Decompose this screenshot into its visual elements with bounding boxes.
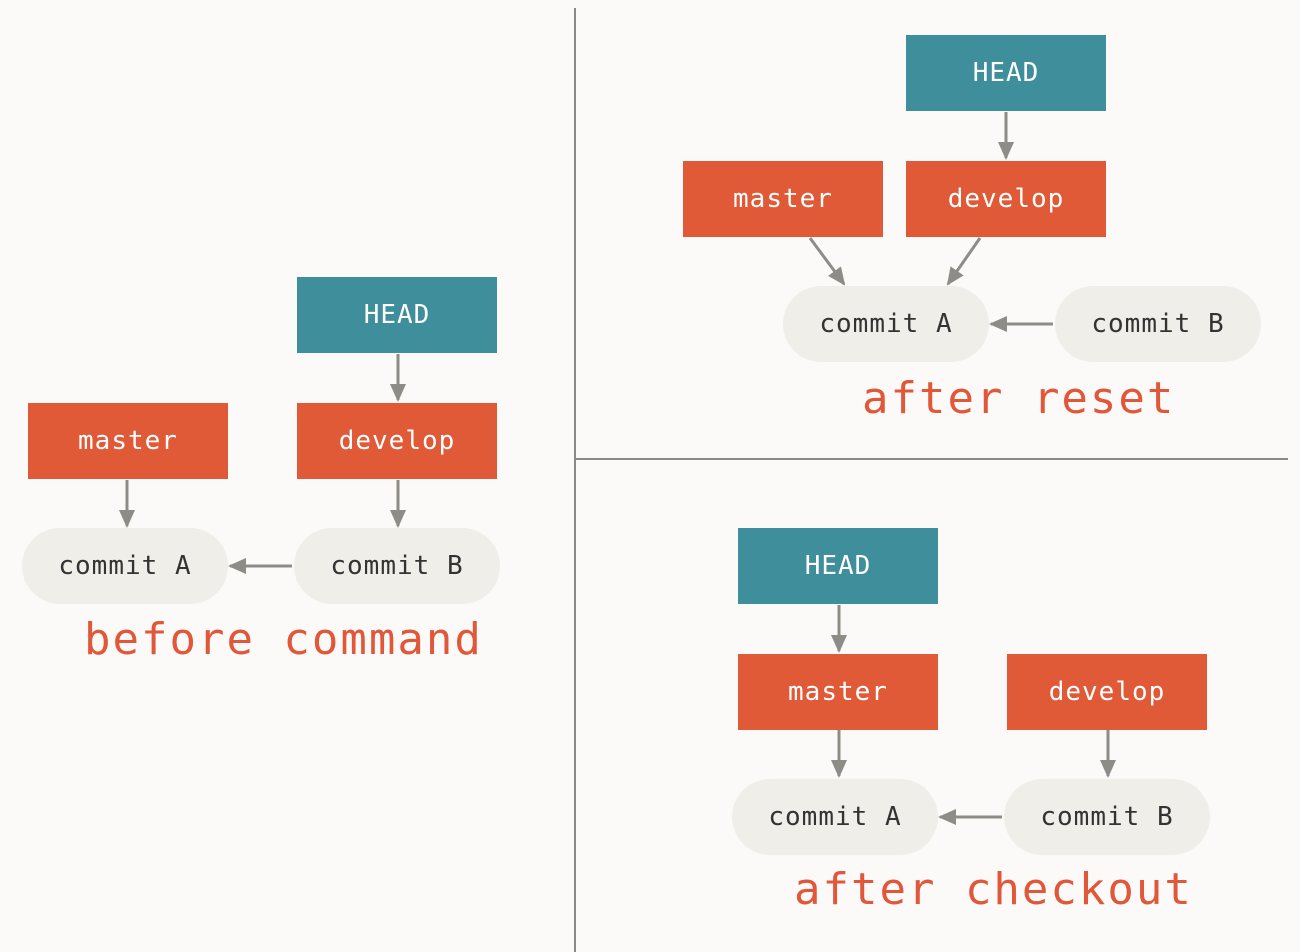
before-develop-label: develop	[338, 426, 456, 456]
reset-commit-a-label: commit A	[819, 309, 953, 339]
before-head-ref: HEAD	[297, 277, 497, 353]
checkout-head-label: HEAD	[804, 551, 872, 581]
checkout-develop-label: develop	[1048, 677, 1166, 707]
before-commit-a-label: commit A	[58, 551, 192, 581]
reset-master-branch: master	[683, 161, 883, 237]
checkout-commit-b-label: commit B	[1040, 802, 1174, 832]
reset-master-label: master	[733, 184, 833, 214]
reset-head-ref: HEAD	[906, 35, 1106, 111]
reset-head-label: HEAD	[972, 58, 1040, 88]
checkout-head-ref: HEAD	[738, 528, 938, 604]
checkout-master-branch: master	[738, 654, 938, 730]
before-develop-branch: develop	[297, 403, 497, 479]
before-caption: before command	[84, 614, 483, 665]
reset-commit-b: commit B	[1055, 286, 1261, 362]
reset-master-to-commit-a-arrow	[808, 237, 846, 286]
reset-commit-b-label: commit B	[1091, 309, 1225, 339]
reset-develop-branch: develop	[906, 161, 1106, 237]
before-commit-a: commit A	[22, 528, 228, 604]
reset-develop-to-commit-a-arrow	[946, 237, 982, 286]
before-commit-b-label: commit B	[330, 551, 464, 581]
checkout-commit-b: commit B	[1004, 779, 1210, 855]
before-commit-b: commit B	[294, 528, 500, 604]
reset-develop-label: develop	[947, 184, 1065, 214]
before-master-branch: master	[28, 403, 228, 479]
vertical-divider	[574, 8, 576, 952]
reset-caption: after reset	[862, 373, 1176, 424]
horizontal-divider	[576, 458, 1288, 460]
checkout-commit-a-label: commit A	[768, 802, 902, 832]
before-master-label: master	[78, 426, 178, 456]
before-head-label: HEAD	[363, 300, 431, 330]
checkout-commit-a: commit A	[732, 779, 938, 855]
checkout-master-label: master	[788, 677, 888, 707]
reset-commit-a: commit A	[783, 286, 989, 362]
checkout-develop-branch: develop	[1007, 654, 1207, 730]
checkout-caption: after checkout	[794, 864, 1193, 915]
